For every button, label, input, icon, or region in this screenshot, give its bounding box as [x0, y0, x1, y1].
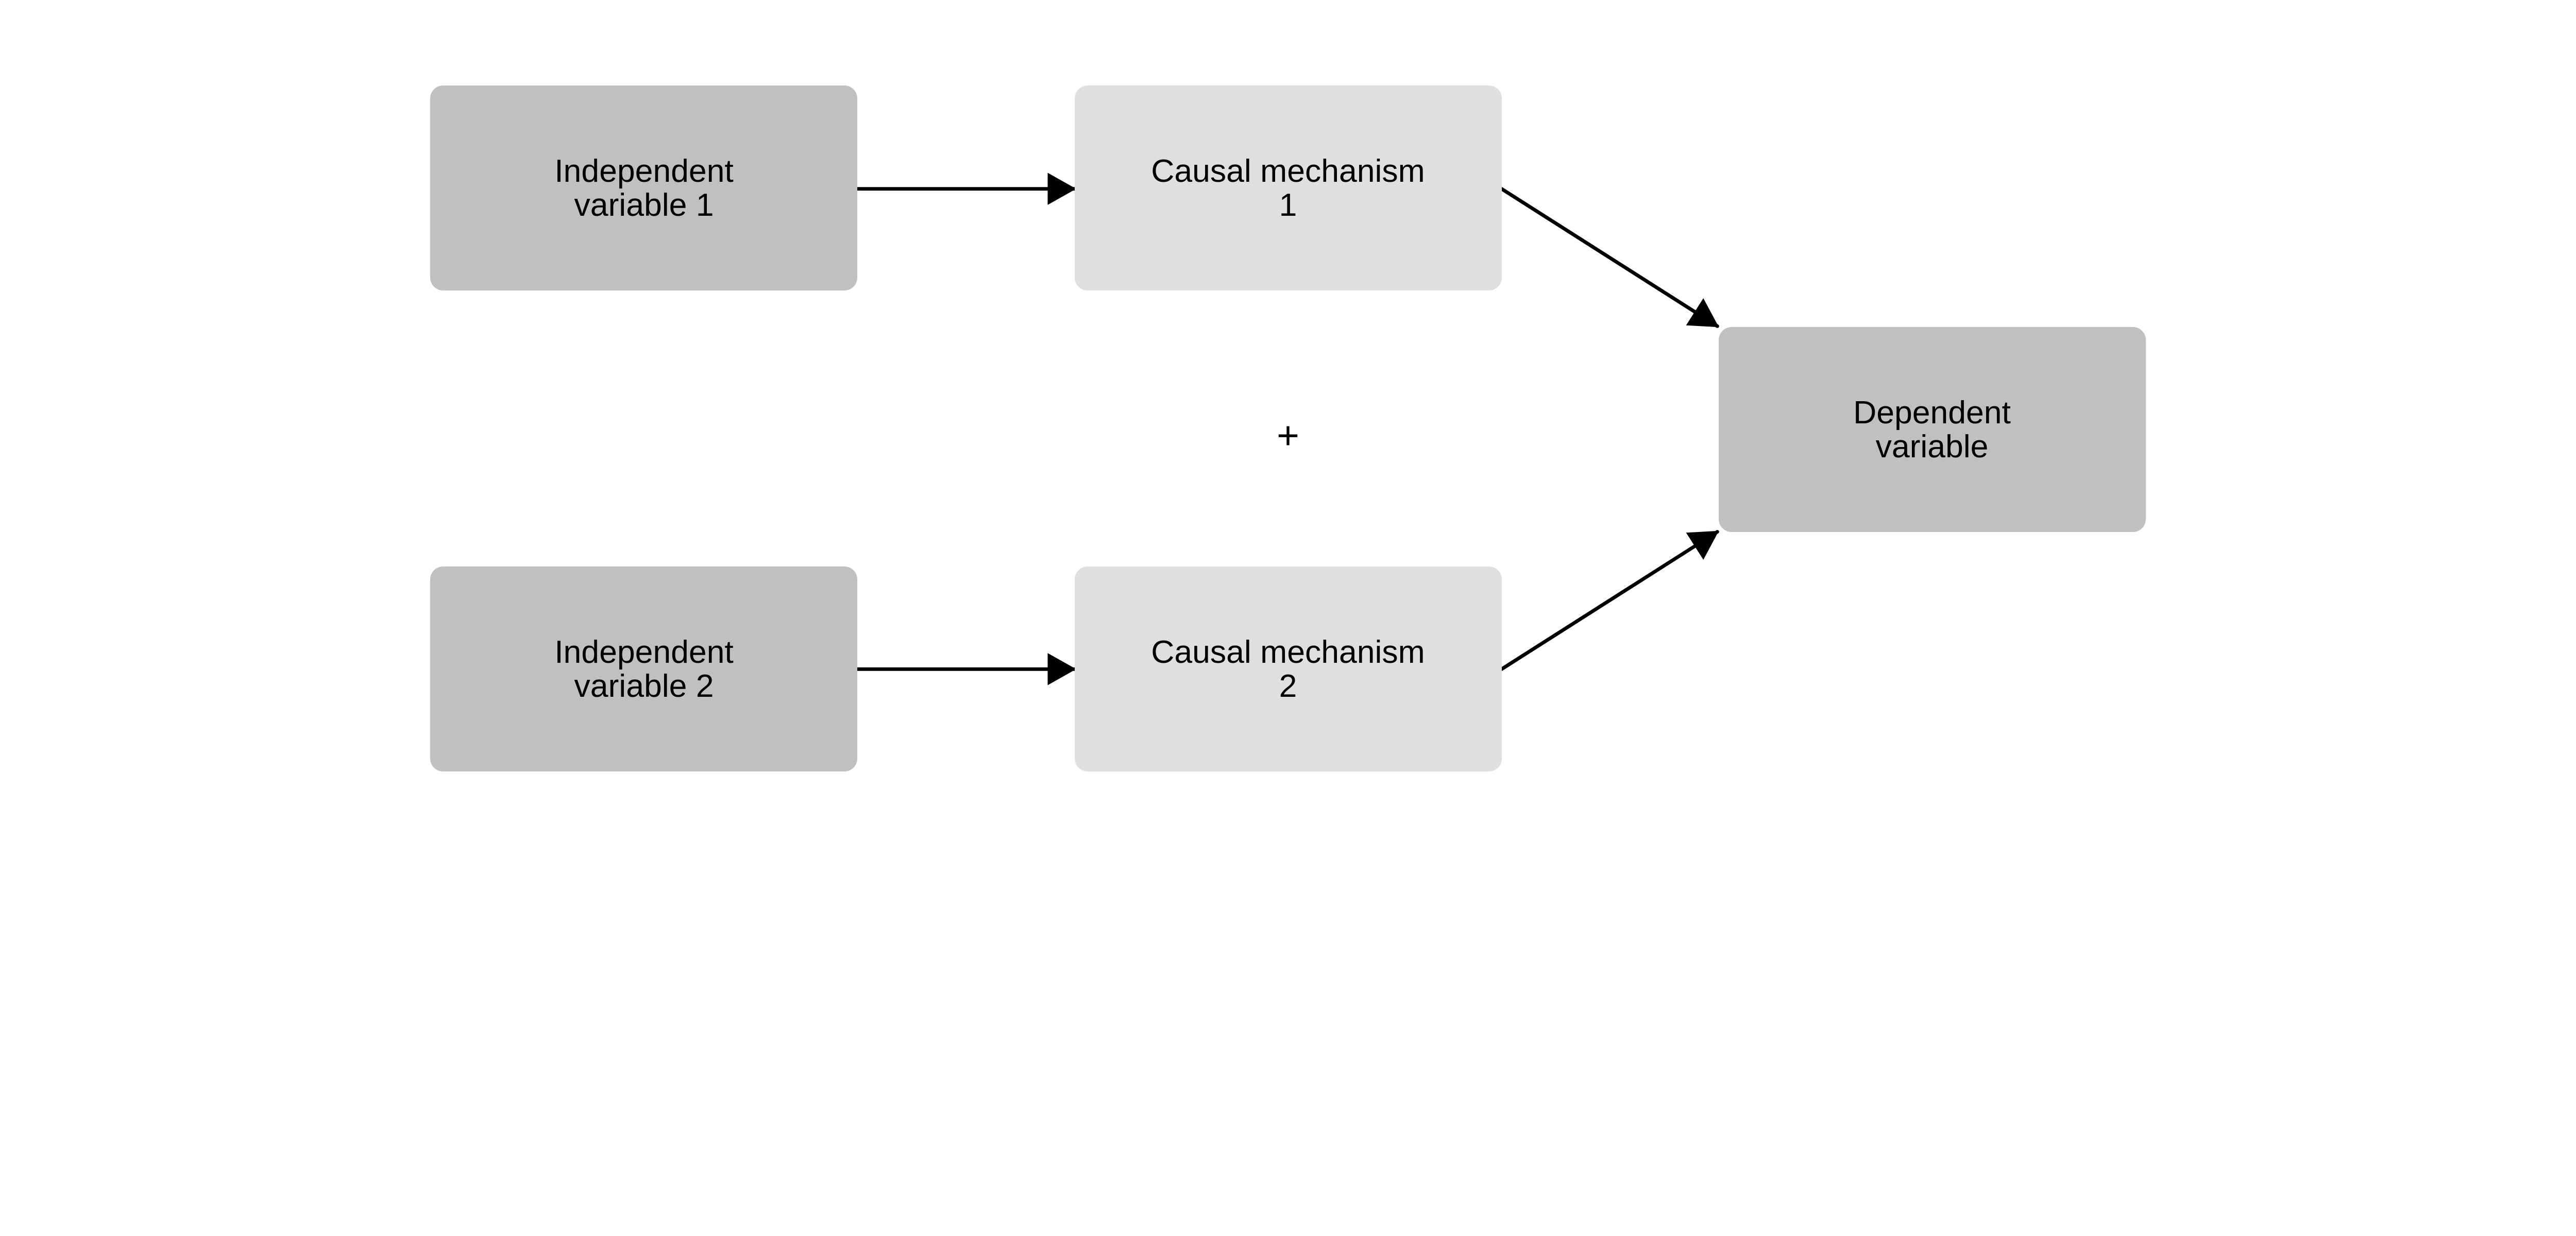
node-label: 1 [1279, 187, 1297, 224]
causal-diagram: Independent variable 1 Causal mechanism … [430, 85, 2146, 772]
node-label: variable 2 [574, 668, 714, 705]
arrows-layer [856, 173, 1719, 685]
node-label: 2 [1279, 668, 1297, 705]
node-label: Dependent [1853, 394, 2011, 431]
node-label: variable 1 [574, 187, 714, 224]
arrow-cm1-to-dv [1500, 187, 1719, 328]
node-independent-variable-1: Independent variable 1 [430, 85, 858, 291]
arrow-cm2-to-dv [1500, 530, 1719, 671]
node-causal-mechanism-2: Causal mechanism 2 [1074, 566, 1502, 772]
node-label: variable [1875, 428, 1989, 465]
plus-symbol: + [1277, 413, 1299, 457]
node-causal-mechanism-1: Causal mechanism 1 [1074, 85, 1502, 291]
node-dependent-variable: Dependent variable [1718, 327, 2146, 532]
node-label: Causal mechanism [1151, 633, 1425, 670]
node-independent-variable-2: Independent variable 2 [430, 566, 858, 772]
node-label: Independent [554, 152, 734, 189]
node-label: Independent [554, 633, 734, 670]
node-label: Causal mechanism [1151, 152, 1425, 189]
